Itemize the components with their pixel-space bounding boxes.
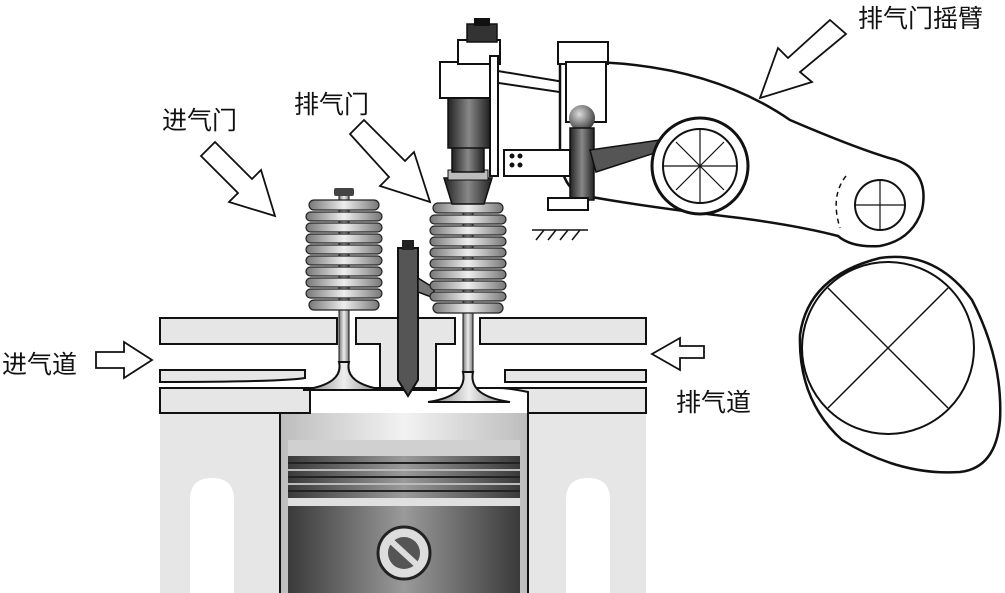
arrow-exhaust-valve xyxy=(348,118,432,204)
arrow-exhaust-port xyxy=(650,336,705,372)
arrow-rocker-arm xyxy=(758,18,848,100)
valve-bridge-assembly xyxy=(439,18,601,205)
fuel-injector xyxy=(397,240,435,398)
piston xyxy=(288,440,520,593)
arrow-intake-port xyxy=(95,340,154,380)
camshaft-lobe xyxy=(798,255,1002,474)
ground-symbol xyxy=(532,229,588,241)
label-exhaust-rocker-arm: 排气门摇臂 xyxy=(858,4,984,33)
label-exhaust-valve: 排气门 xyxy=(294,90,370,119)
arrow-intake-valve xyxy=(199,140,277,218)
label-intake-valve: 进气门 xyxy=(162,106,238,135)
label-intake-port: 进气道 xyxy=(2,350,78,379)
label-exhaust-port: 排气道 xyxy=(676,388,752,417)
intake-valve-spring xyxy=(305,199,383,311)
exhaust-rocker-arm xyxy=(503,41,925,248)
exhaust-valve-spring xyxy=(429,202,507,314)
